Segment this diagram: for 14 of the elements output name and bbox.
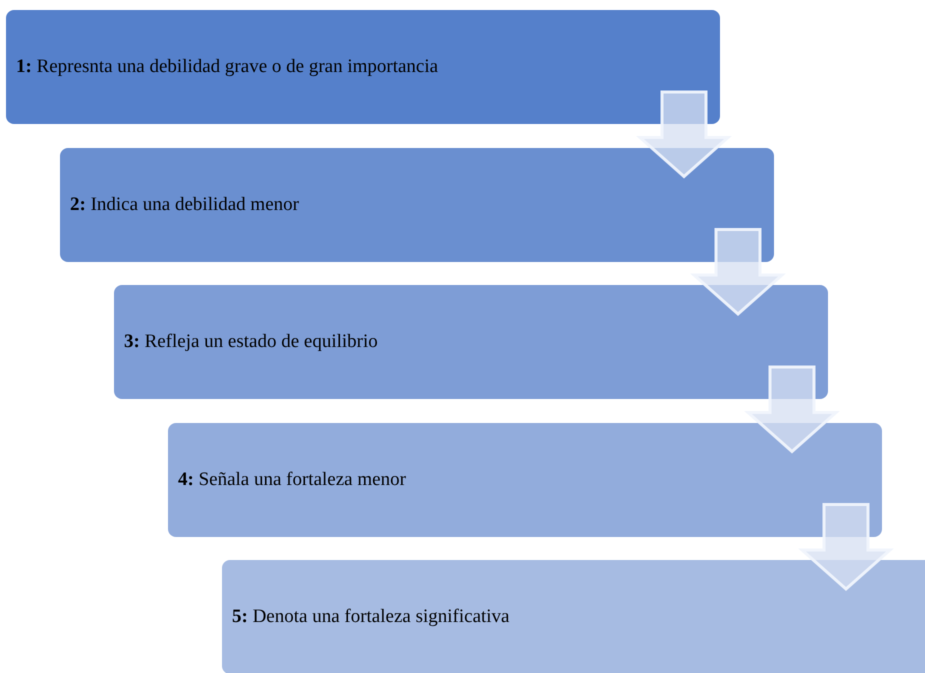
- step-text: 5: Denota una fortaleza significativa: [232, 606, 510, 628]
- block-arrow: [744, 366, 840, 454]
- step-text: 1: Represnta una debilidad grave o de gran importancia: [16, 56, 438, 78]
- step-text: 2: Indica una debilidad menor: [70, 194, 299, 216]
- step-box: [60, 148, 774, 262]
- step-box: [222, 560, 925, 673]
- block-arrow: [798, 503, 894, 591]
- block-arrow: [636, 90, 732, 178]
- step-box: [114, 285, 828, 399]
- block-arrow: [690, 228, 786, 316]
- step-text: 4: Señala una fortaleza menor: [178, 468, 406, 490]
- step-box: [168, 422, 882, 536]
- step-text: 3: Refleja un estado de equilibrio: [124, 331, 378, 353]
- step-box: [6, 10, 720, 124]
